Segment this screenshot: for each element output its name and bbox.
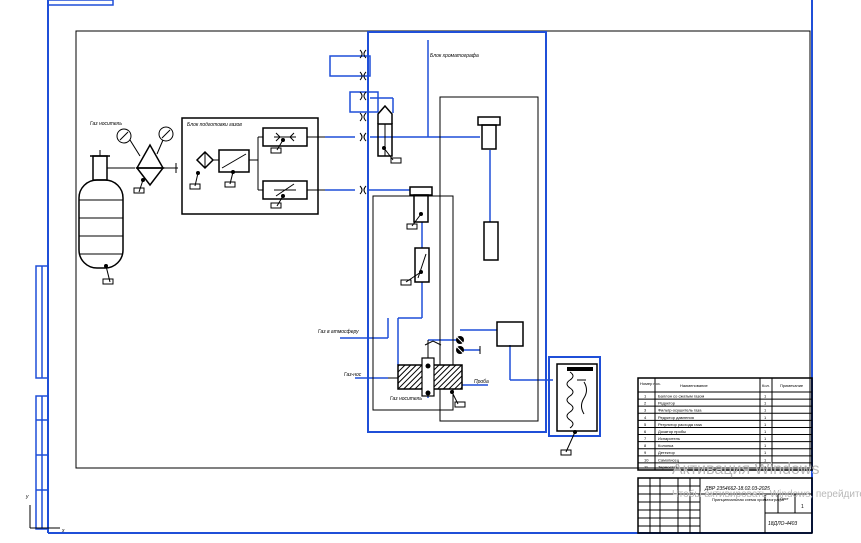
couplings: [359, 49, 367, 195]
reducer: [116, 126, 178, 193]
spec-row-qty: 1: [764, 450, 767, 455]
label-carrier-in: Газ-нос: [344, 372, 362, 378]
axis-x-label: x: [61, 528, 65, 534]
label-gas-source: Газ носитель: [90, 121, 122, 127]
column-block: [372, 96, 539, 422]
title-sheet-label: Лист: [780, 496, 789, 501]
spec-row-pos: 7: [644, 436, 647, 441]
spec-row-pos: 4: [644, 415, 647, 420]
title-group: 18ДЛО-4403: [768, 521, 797, 527]
title-name: Принципиальная схема хроматографа: [712, 497, 785, 502]
axis-marker: y x: [25, 494, 65, 534]
spec-row-qty: 1: [764, 422, 767, 427]
title-doc-code: ДВР 2354662-18.02.03-2025: [704, 486, 770, 492]
detector-assembly: [388, 321, 524, 405]
spec-row-pos: 3: [644, 408, 647, 413]
spec-row-pos: 1: [644, 393, 647, 398]
watermark-subtitle: Чтобы активировать Windows, перейдите в …: [672, 488, 861, 500]
spec-row-qty: 1: [764, 457, 767, 462]
spec-row-name: Редуктор давления: [658, 415, 694, 420]
spec-header-name: Наименование: [680, 383, 709, 388]
spec-row-qty: 1: [764, 429, 767, 434]
spec-row-name: Самописец: [658, 457, 680, 462]
spec-row-name: Дозатор пробы: [658, 429, 686, 434]
spec-row-name: Регулятор расхода газа: [658, 422, 703, 427]
spec-header-note: Примечание: [780, 383, 804, 388]
spec-row-pos: 5: [644, 422, 647, 427]
sheet-frame: [35, 0, 813, 534]
gas-cylinder: [78, 150, 135, 283]
spec-header-pos: Номер поз.: [640, 381, 661, 386]
prep-block: [181, 117, 325, 215]
spec-row-name: Детектор: [658, 450, 676, 455]
spec-row-pos: 9: [644, 450, 647, 455]
spec-row-qty: 1: [764, 443, 767, 448]
spec-row-name: Редуктор: [658, 401, 676, 406]
spec-row-qty: 1: [764, 436, 767, 441]
label-sample-in: Проба: [474, 379, 489, 385]
spec-row-pos: 2: [644, 401, 647, 406]
spec-table: [637, 377, 813, 471]
spec-row-pos: 11: [644, 464, 649, 469]
label-column-block: Блок хроматографа: [430, 53, 479, 59]
spec-row-qty: 1: [764, 408, 767, 413]
spec-header-qty: Кол.: [762, 383, 770, 388]
title-block: [637, 477, 813, 534]
spec-row-pos: 8: [644, 443, 647, 448]
spec-row-name: Термостат: [658, 464, 678, 469]
recorder: [548, 356, 601, 453]
watermark-title: Активация Windows: [672, 461, 819, 478]
spec-row-qty: 1: [764, 464, 767, 469]
spec-row-name: Испаритель: [658, 436, 680, 441]
spec-row-qty: 1: [764, 401, 767, 406]
label-prep-block: Блок подготовки газов: [187, 122, 242, 128]
title-sheets: 1: [801, 504, 804, 510]
axis-y-label: y: [25, 494, 29, 500]
spec-table-rows: 1 Баллон со сжатым газом 1 2 Редуктор 1 3 Фильт…: [638, 393, 812, 469]
callout-tags: [102, 147, 572, 456]
spec-row-pos: 10: [644, 457, 649, 462]
spec-row-name: Баллон со сжатым газом: [658, 393, 704, 398]
label-gas-out: Газ носитель: [390, 396, 422, 402]
spec-row-qty: 1: [764, 393, 767, 398]
spec-row-name: Фильтр-осушитель газа: [658, 408, 702, 413]
spec-row-pos: 6: [644, 429, 647, 434]
spec-row-name: Колонка: [658, 443, 674, 448]
spec-row-qty: 1: [764, 415, 767, 420]
label-to-atmosphere: Газ в атмосферу: [318, 329, 359, 335]
